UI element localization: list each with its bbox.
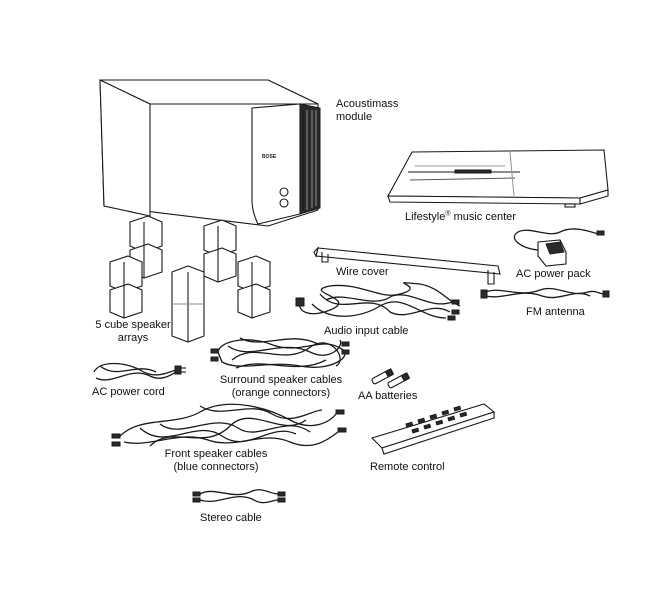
surround-cables-line2: (orange connectors): [231, 387, 331, 399]
aa-batteries-label: AA batteries: [358, 390, 418, 402]
surround-cables-illustration: [210, 337, 350, 369]
wire-cover-label: Wire cover: [336, 266, 389, 278]
music-center-label: Lifestyle® music center: [405, 210, 516, 224]
cube-speakers-illustration: [109, 215, 271, 343]
registered-mark: ®: [445, 210, 451, 218]
surround-cables-label: Surround speaker cables (orange connecto…: [206, 374, 356, 400]
front-cables-illustration: [111, 403, 347, 447]
aa-batteries-illustration: [371, 368, 411, 389]
music-center-illustration: [387, 149, 609, 208]
fm-antenna-illustration: [480, 287, 610, 299]
ac-power-pack-illustration: [513, 228, 605, 267]
ac-power-cord-illustration: [93, 362, 186, 381]
wire-cover-illustration: [313, 246, 501, 285]
cube-speakers-line1: 5 cube speaker: [95, 319, 171, 331]
surround-cables-line1: Surround speaker cables: [219, 374, 343, 386]
front-cables-label: Front speaker cables (blue connectors): [146, 448, 286, 474]
music-center-rest: music center: [450, 211, 516, 223]
stereo-cable-label: Stereo cable: [200, 512, 262, 524]
acoustimass-module-label: Acoustimass module: [336, 98, 398, 124]
ac-power-cord-label: AC power cord: [92, 386, 165, 398]
audio-input-cable-illustration: [295, 282, 461, 321]
module-logo: BOSE: [262, 154, 277, 160]
acoustimass-module-illustration: BOSE: [99, 79, 321, 227]
cube-speakers-line2: arrays: [117, 332, 149, 344]
ac-power-pack-label: AC power pack: [516, 268, 591, 280]
audio-input-cable-label: Audio input cable: [324, 325, 409, 337]
fm-antenna-label: FM antenna: [526, 306, 585, 318]
remote-control-label: Remote control: [370, 461, 445, 473]
stereo-cable-illustration: [192, 489, 286, 504]
remote-control-illustration: [370, 403, 496, 455]
front-cables-line2: (blue connectors): [173, 461, 259, 473]
acoustimass-label-line1: Acoustimass: [336, 98, 399, 110]
music-center-brand: Lifestyle: [405, 211, 446, 223]
cube-speakers-label: 5 cube speaker arrays: [88, 319, 178, 345]
acoustimass-label-line2: module: [336, 111, 373, 123]
front-cables-line1: Front speaker cables: [164, 448, 268, 460]
